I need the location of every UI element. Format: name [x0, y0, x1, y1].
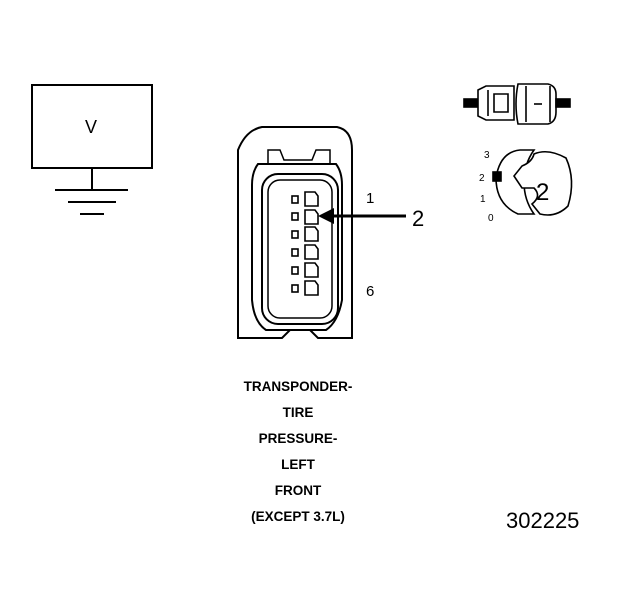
terminal-cavities — [291, 191, 319, 296]
cavity-5 — [291, 262, 319, 278]
connector-insert — [261, 173, 339, 325]
caption-line-3: PRESSURE- — [258, 431, 338, 446]
connector-latch — [267, 149, 331, 165]
connector-insert-inner — [267, 179, 333, 319]
position-marker — [492, 171, 502, 182]
voltage-label: V — [85, 117, 97, 137]
ground-icon — [55, 168, 128, 215]
connector-housing — [237, 126, 353, 339]
caption-line-1: TRANSPONDER- — [243, 379, 353, 394]
scale-mark-1: 1 — [480, 194, 486, 205]
voltage-source: V — [31, 84, 153, 215]
cavity-4 — [291, 244, 319, 260]
wire-stub-right — [555, 98, 571, 108]
terminal-body — [513, 150, 573, 216]
caption-line-5: FRONT — [274, 483, 322, 498]
terminal-callout-label: 2 — [536, 179, 549, 206]
terminal-rotation-view — [492, 149, 573, 216]
cavity-2 — [291, 209, 319, 225]
caption-line-6: (EXCEPT 3.7L) — [251, 509, 345, 524]
cavity-6 — [291, 280, 319, 296]
scale-mark-2: 2 — [479, 173, 485, 184]
pin-6-label: 6 — [366, 283, 374, 300]
pin-1-label: 1 — [366, 190, 374, 207]
caption-line-2: TIRE — [282, 405, 314, 420]
connector-face — [237, 126, 353, 339]
wire-stub-left — [463, 98, 479, 108]
caption-line-4: LEFT — [281, 457, 315, 472]
terminal-side-view — [463, 83, 571, 125]
figure-number: 302225 — [506, 508, 580, 533]
scale-mark-3: 3 — [484, 150, 490, 161]
connector-inner-wall — [251, 163, 343, 331]
cavity-3 — [291, 226, 319, 242]
cavity-callout-arrow — [318, 208, 406, 224]
cavity-callout-label: 2 — [412, 206, 424, 231]
scale-mark-0: 0 — [488, 213, 494, 224]
cavity-1 — [291, 191, 319, 207]
